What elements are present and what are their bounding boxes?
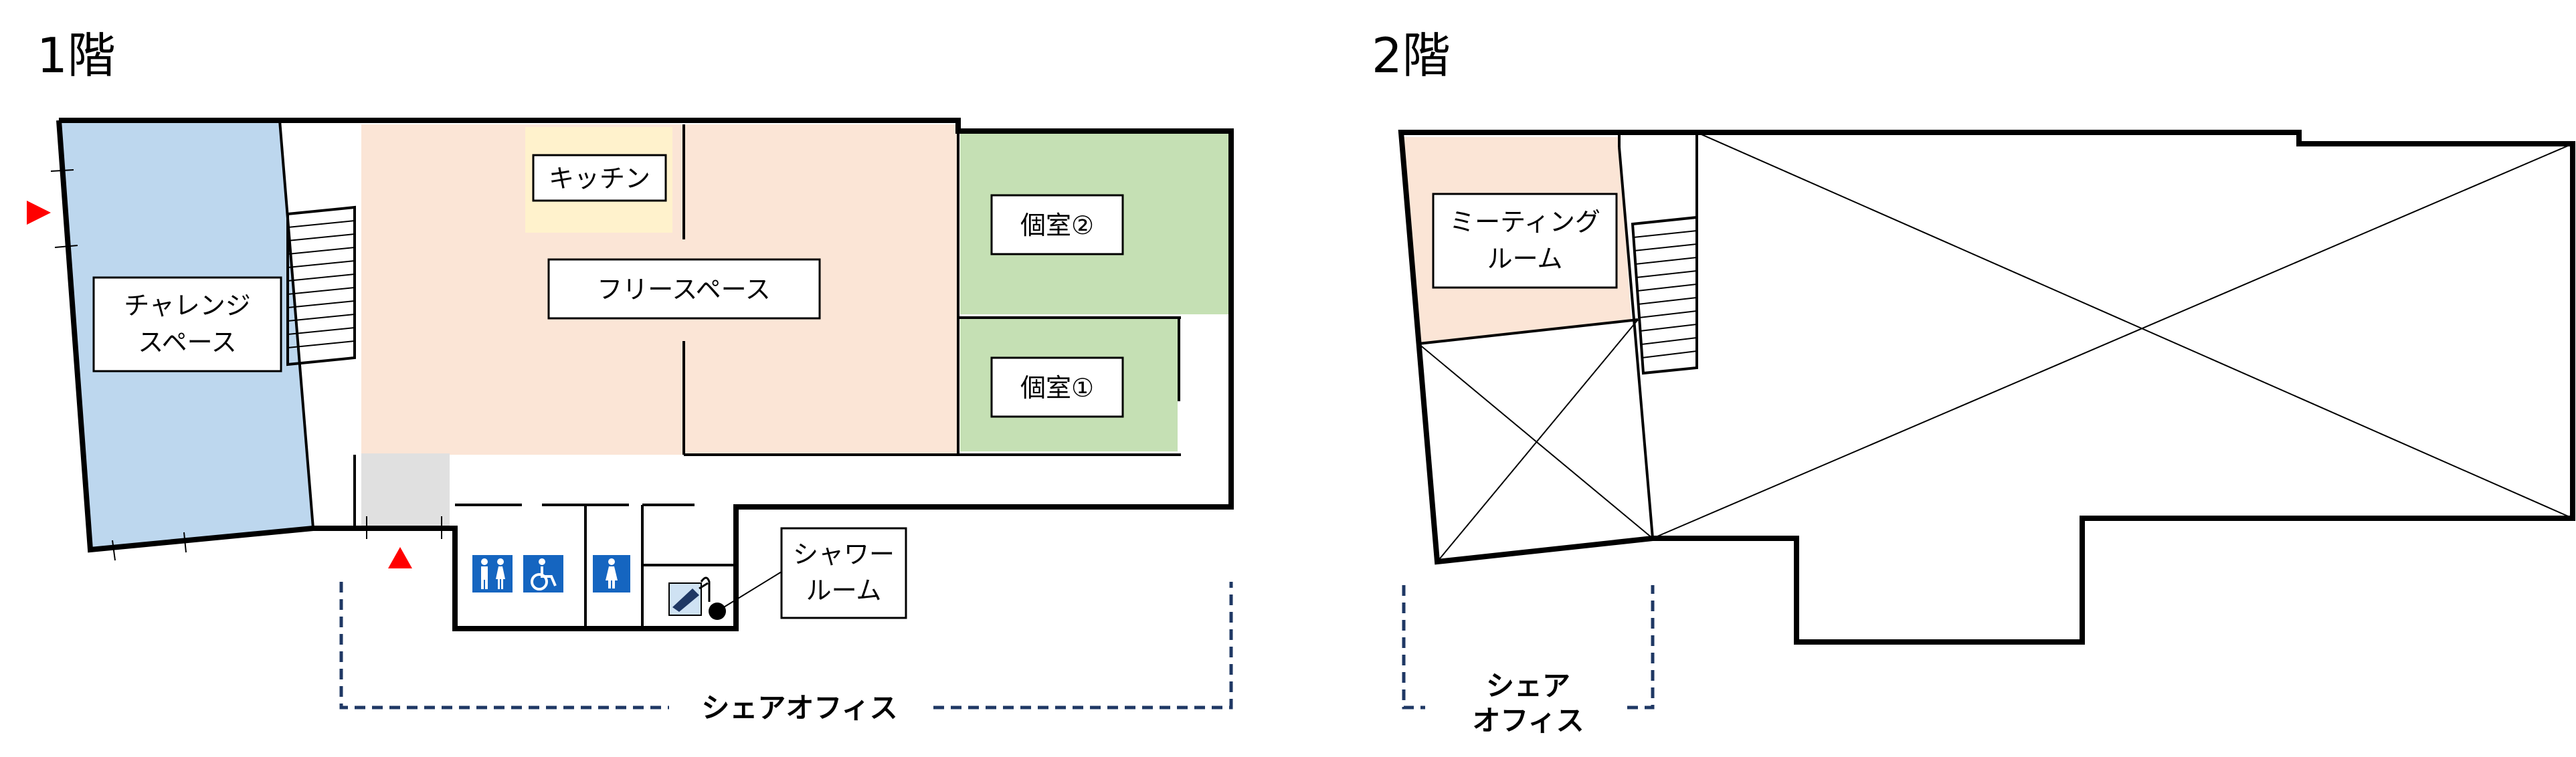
shower-icon — [668, 576, 711, 616]
private-room-1-label-text: 個室① — [1020, 373, 1094, 403]
door-mark — [112, 540, 116, 561]
staircase-icon — [286, 205, 356, 366]
entrance-arrow-icon — [388, 547, 412, 568]
shower-room-label: シャワー ルーム — [780, 527, 907, 619]
staircase-icon — [1631, 215, 1698, 375]
shared-office-bracket-right — [933, 582, 1233, 710]
free-space-label-text: フリースペース — [597, 275, 771, 304]
entrance-arrow-icon — [27, 201, 51, 225]
private-room-1-label: 個室① — [990, 356, 1124, 418]
accessible-icon — [523, 555, 563, 592]
private-room-2-label: 個室② — [990, 194, 1124, 255]
door-mark — [183, 532, 187, 553]
floor-2-wall — [1418, 318, 1639, 345]
shower-leader-line — [717, 571, 782, 612]
shared-office-label-line2: オフィス — [1472, 704, 1584, 737]
meeting-room-label: ミーティング ルーム — [1432, 193, 1618, 289]
shared-office-bracket-left — [1402, 585, 1425, 710]
meeting-room-label-line1: ミーティング — [1449, 207, 1600, 237]
floor-1-title: 1階 — [37, 27, 116, 84]
shower-room-label-line2: ルーム — [806, 576, 882, 605]
void-cross-large — [1652, 132, 2573, 539]
storage-area — [361, 453, 450, 526]
floor-2-title: 2階 — [1372, 27, 1451, 84]
floor-2-wall — [1618, 146, 1654, 539]
door-mark — [54, 245, 78, 248]
shared-office-bracket-right — [1627, 585, 1655, 710]
floor-1-left-wall — [56, 120, 314, 553]
shared-office-bracket-left — [339, 582, 669, 710]
floor-1-outer-wall — [59, 118, 1234, 631]
challenge-space-label-line2: スペース — [138, 328, 236, 357]
floor-2-outer-wall — [1398, 130, 2575, 645]
female-restroom-icon — [593, 555, 630, 592]
shared-office-label: シェアオフィス — [701, 691, 897, 724]
meeting-room-label-line2: ルーム — [1487, 244, 1563, 274]
shower-room-label-line1: シャワー — [793, 540, 895, 569]
challenge-space-divider — [278, 120, 314, 529]
kitchen-label-text: キッチン — [549, 164, 650, 193]
shared-office-label-line1: シェア — [1486, 669, 1570, 702]
kitchen-label: キッチン — [532, 154, 667, 202]
void-cross-small — [1418, 319, 1653, 562]
challenge-space-label-line1: チャレンジ — [124, 291, 251, 320]
door-mark — [50, 169, 74, 172]
private-room-2-label-text: 個室② — [1020, 211, 1094, 240]
challenge-space-label: チャレンジ スペース — [92, 276, 282, 372]
free-space-label: フリースペース — [547, 258, 821, 320]
restroom-icon — [472, 555, 513, 592]
